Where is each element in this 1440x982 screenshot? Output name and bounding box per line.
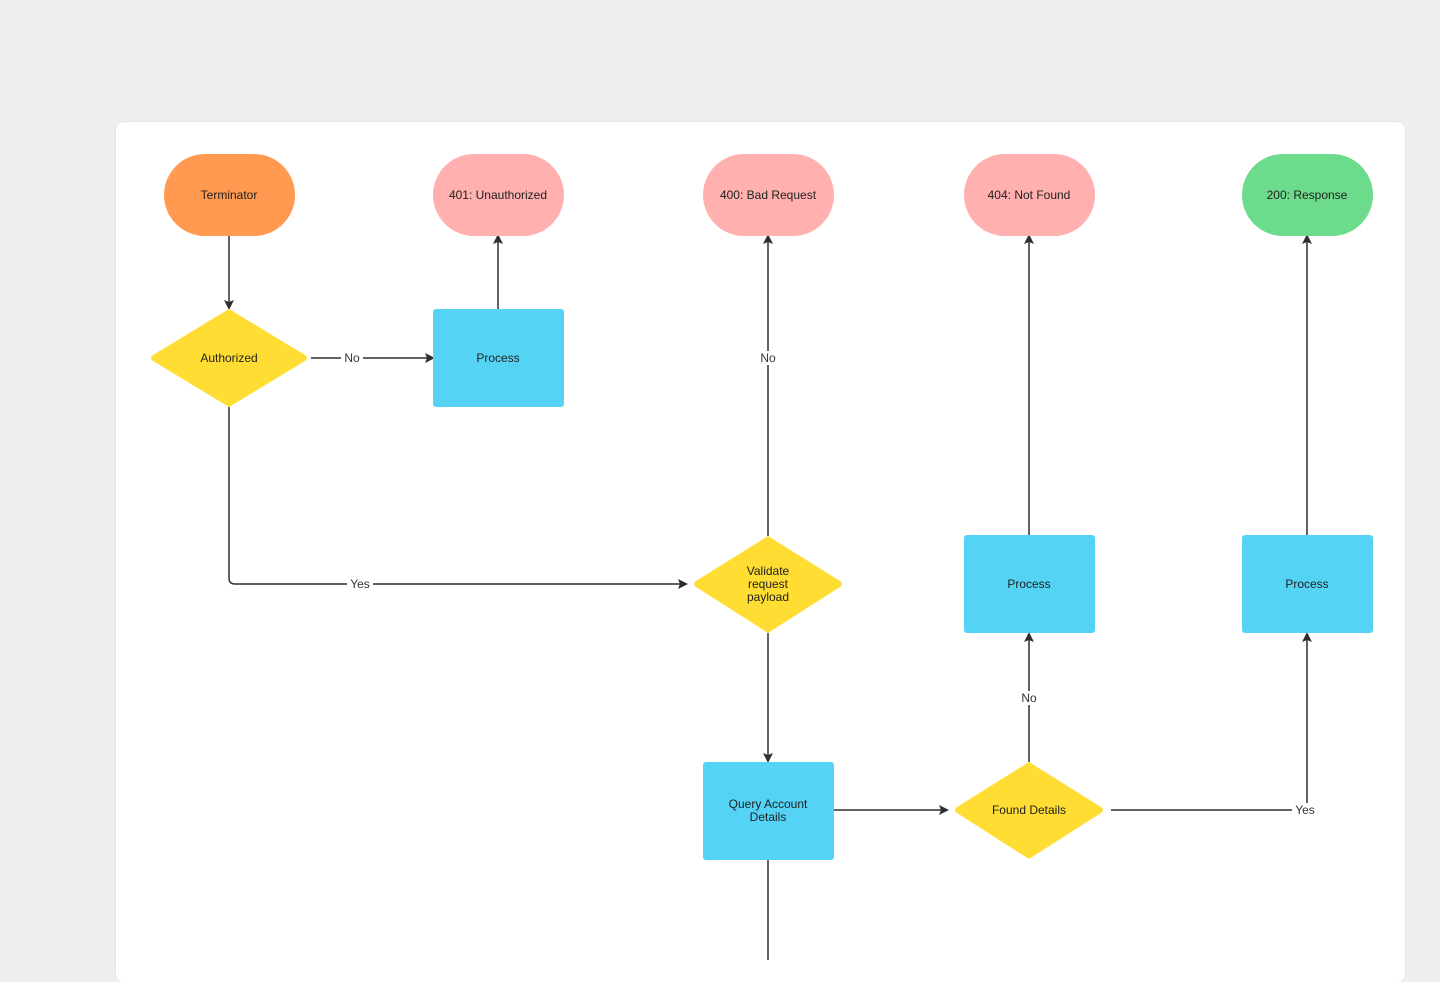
edge-label-bg (1292, 803, 1318, 817)
edge-label-bg (341, 351, 363, 365)
edge-label-authorized-no: No (344, 351, 360, 365)
node-label-line-2: request (748, 577, 789, 591)
node-200-response[interactable]: 200: Response (1242, 154, 1373, 236)
terminator-shape (703, 154, 834, 236)
node-label-line-3: payload (747, 590, 789, 604)
edge-label-found-no: No (1021, 691, 1037, 705)
node-process-404[interactable]: Process (964, 535, 1095, 633)
node-404-not-found[interactable]: 404: Not Found (964, 154, 1095, 236)
node-process-401[interactable]: Process (433, 309, 564, 407)
node-label: 401: Unauthorized (449, 188, 547, 202)
node-authorized-decision[interactable]: Authorized (151, 309, 307, 407)
node-label-line-2: Details (750, 810, 787, 824)
node-label: Terminator (201, 188, 258, 202)
terminator-shape (433, 154, 564, 236)
process-shape (964, 535, 1095, 633)
node-label-line-1: Query Account (729, 797, 808, 811)
node-found-details-decision[interactable]: Found Details (955, 762, 1103, 859)
decision-shape (694, 536, 842, 633)
edge-found-yes[interactable] (1111, 632, 1312, 811)
flowchart: No Yes No No Yes Terminator 401: Unautho… (151, 154, 1373, 960)
node-label: Found Details (992, 803, 1066, 817)
edge-label-bg (1018, 691, 1040, 705)
node-label: Authorized (200, 351, 257, 365)
process-shape (1242, 535, 1373, 633)
node-process-200[interactable]: Process (1242, 535, 1373, 633)
node-label: 404: Not Found (988, 188, 1071, 202)
terminator-shape (964, 154, 1095, 236)
process-shape (703, 762, 834, 860)
process-shape (433, 309, 564, 407)
terminator-shape (1242, 154, 1373, 236)
edge-label-validate-no: No (760, 351, 776, 365)
edge-label-bg (347, 577, 373, 591)
node-label: 200: Response (1267, 188, 1348, 202)
node-label: 400: Bad Request (720, 188, 817, 202)
node-label: Process (1007, 577, 1050, 591)
node-label: Process (1285, 577, 1328, 591)
node-validate-payload-decision[interactable]: Validate request payload (694, 536, 842, 633)
node-label: Process (476, 351, 519, 365)
decision-shape (151, 309, 307, 407)
edge-label-authorized-yes: Yes (350, 577, 370, 591)
node-401-unauthorized[interactable]: 401: Unauthorized (433, 154, 564, 236)
node-label-line-1: Validate (747, 564, 790, 578)
node-400-bad-request[interactable]: 400: Bad Request (703, 154, 834, 236)
edge-label-bg (757, 351, 779, 365)
terminator-shape (164, 154, 295, 236)
edge-authorized-yes[interactable] (228, 407, 688, 589)
decision-shape (955, 762, 1103, 859)
edge-label-found-yes: Yes (1295, 803, 1315, 817)
node-query-account-details[interactable]: Query Account Details (703, 762, 834, 860)
node-terminator[interactable]: Terminator (164, 154, 295, 236)
